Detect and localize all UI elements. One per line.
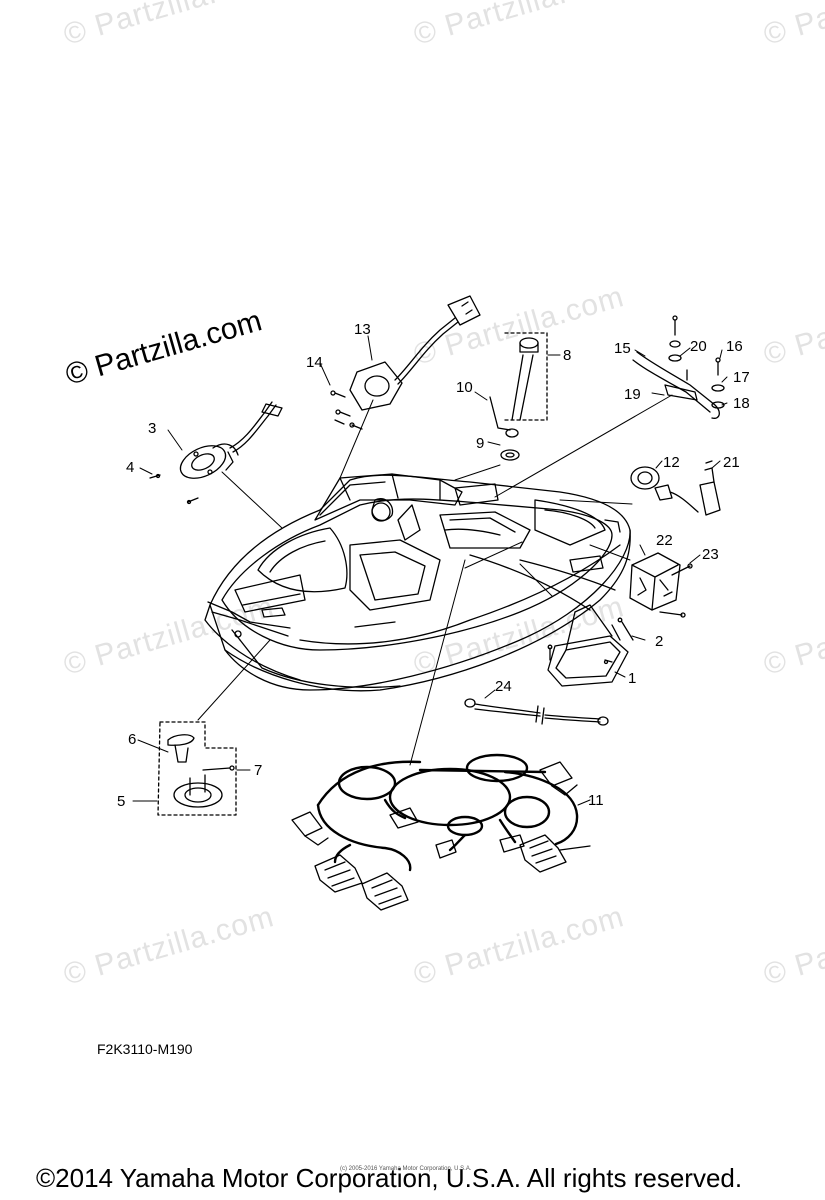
callout-9: 9 xyxy=(476,435,484,452)
callout-5: 5 xyxy=(117,793,125,810)
callout-17: 17 xyxy=(733,369,750,386)
part-3-gauge xyxy=(149,401,283,505)
callout-3: 3 xyxy=(148,420,156,437)
boat-hull-illustration xyxy=(204,473,631,692)
callout-6: 6 xyxy=(128,731,136,748)
part-22-box xyxy=(629,552,693,618)
part-12-grommet xyxy=(630,466,660,490)
callout-4: 4 xyxy=(126,459,134,476)
callout-13: 13 xyxy=(354,321,371,338)
callout-22: 22 xyxy=(656,532,673,549)
callout-12: 12 xyxy=(663,454,680,471)
part-13-plate xyxy=(330,295,481,430)
callout-numbers: 1 2 3 4 5 6 7 8 9 10 11 12 13 14 15 16 1… xyxy=(117,321,750,810)
part-24-cable xyxy=(464,698,609,726)
callout-1: 1 xyxy=(628,670,636,687)
callout-lines xyxy=(139,335,728,806)
part-15-bracket xyxy=(632,315,725,419)
callout-21: 21 xyxy=(723,454,740,471)
callout-2: 2 xyxy=(655,633,663,650)
callout-24: 24 xyxy=(495,678,512,695)
callout-10: 10 xyxy=(456,379,473,396)
callout-8: 8 xyxy=(563,347,571,364)
callout-14: 14 xyxy=(306,354,323,371)
diagram-code: F2K3110-M190 xyxy=(97,1041,193,1057)
callout-11: 11 xyxy=(588,792,604,809)
part-5-assembly xyxy=(157,721,237,816)
callout-7: 7 xyxy=(254,762,262,779)
part-8-tube xyxy=(489,332,548,461)
callout-20: 20 xyxy=(690,338,707,355)
callout-18: 18 xyxy=(733,395,750,412)
harness-connectors xyxy=(291,761,591,911)
callout-19: 19 xyxy=(624,386,641,403)
part-1-battery-box xyxy=(547,604,634,687)
small-copyright: (c) 2005-2016 Yamaha Motor Corporation, … xyxy=(340,1166,472,1172)
copyright-footer: ©2014 Yamaha Motor Corporation, U.S.A. A… xyxy=(36,1163,743,1193)
part-11-wire-harness xyxy=(316,753,579,872)
leader-lines xyxy=(197,394,673,766)
callout-16: 16 xyxy=(726,338,743,355)
callout-23: 23 xyxy=(702,546,719,563)
callout-15: 15 xyxy=(614,340,631,357)
